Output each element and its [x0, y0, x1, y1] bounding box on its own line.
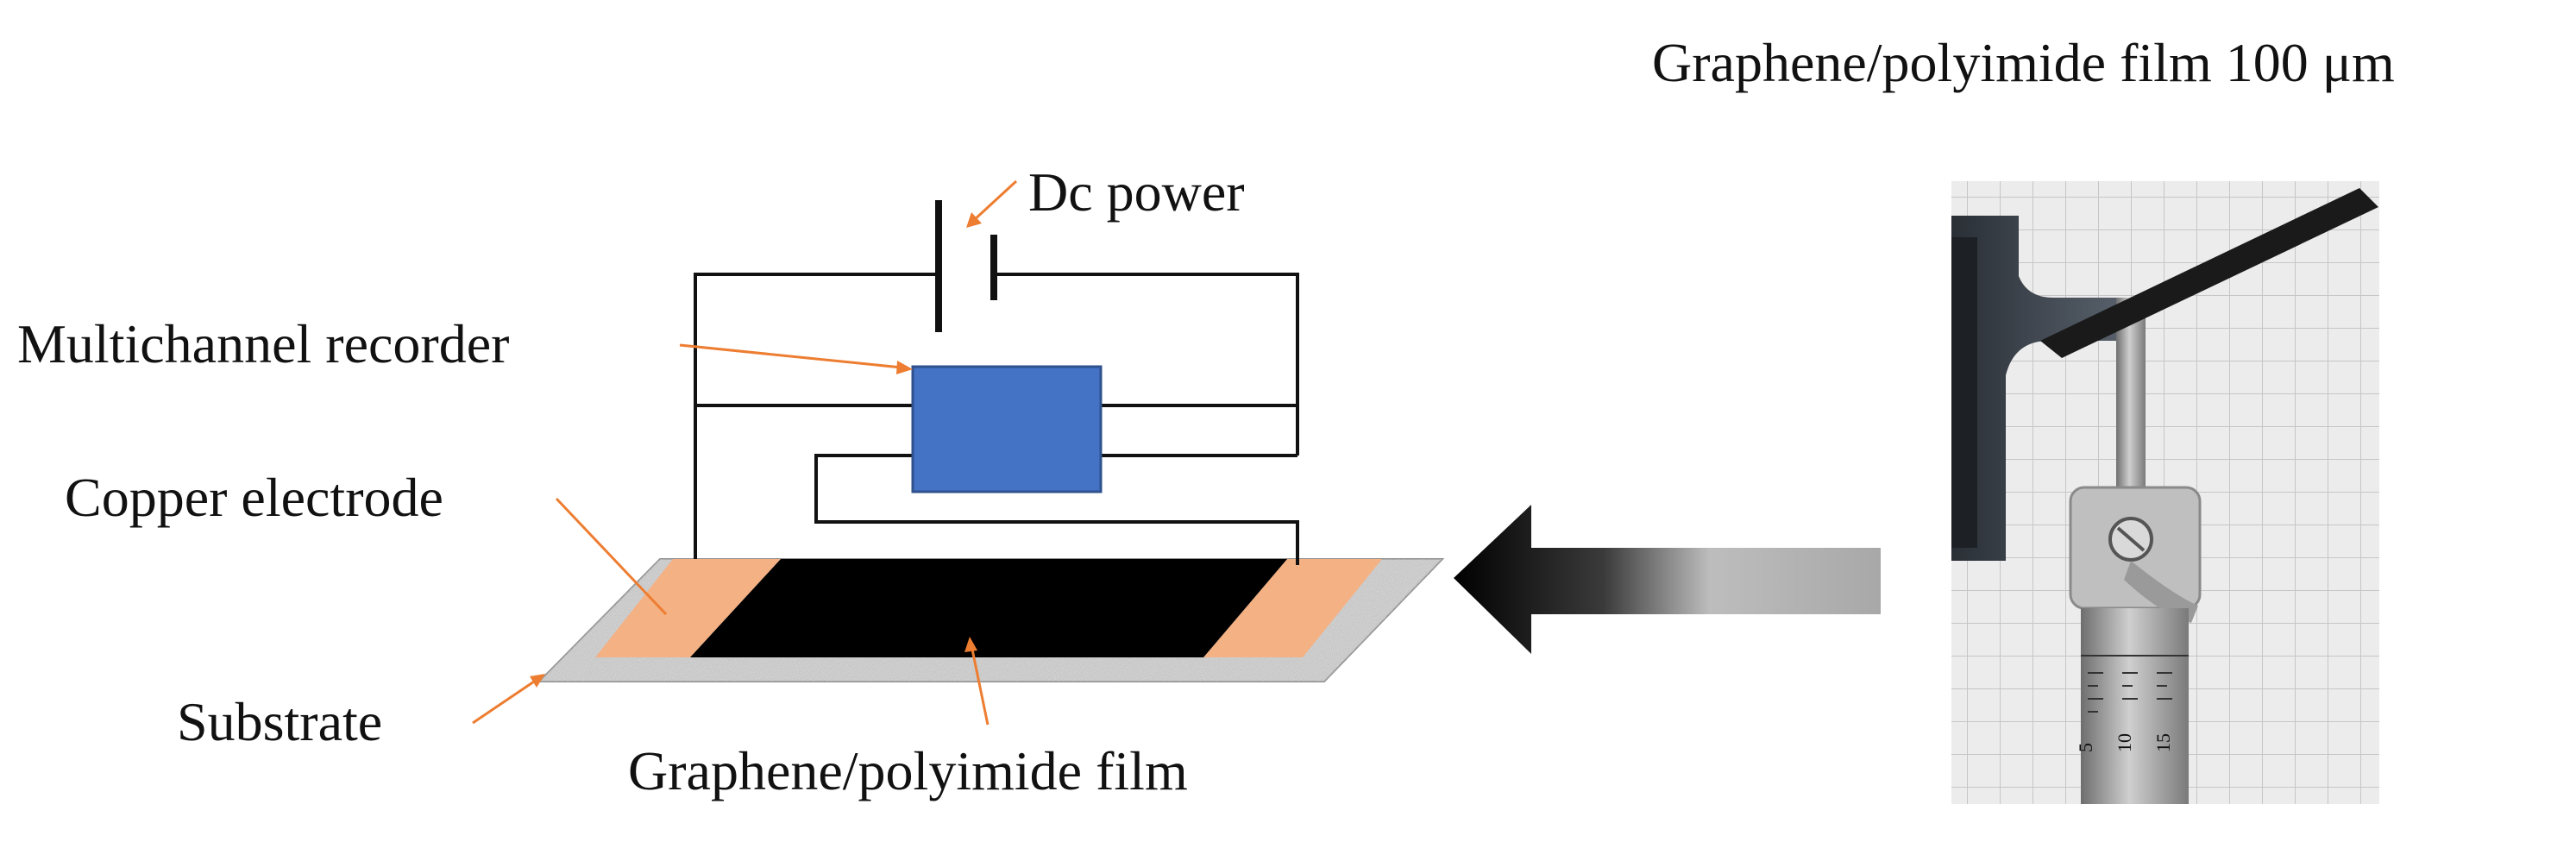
copper-electrode-right — [1203, 559, 1382, 657]
micrometer-frame — [1951, 216, 2131, 561]
photo-film-strip — [2040, 188, 2378, 358]
leader-arrows — [472, 179, 1018, 726]
circuit-wires — [694, 273, 1299, 565]
big-direction-arrow — [1454, 505, 1881, 654]
label-substrate: Substrate — [177, 691, 382, 752]
copper-electrode-left — [595, 559, 781, 657]
leader-arrow-copper — [555, 497, 668, 616]
label-multichannel-recorder: Multichannel recorder — [17, 313, 509, 374]
leader-arrow-substrate — [472, 674, 545, 725]
micrometer-barrel — [2081, 608, 2189, 804]
label-photo-caption: Graphene/polyimide film 100 μm — [1652, 32, 2395, 93]
leader-arrow-dc-power — [966, 179, 1018, 228]
dc-power-source — [935, 200, 997, 332]
label-copper-electrode: Copper electrode — [65, 467, 443, 528]
scale-mark-15: 15 — [2152, 733, 2174, 752]
leader-arrow-recorder — [679, 343, 913, 374]
wire-top-loop — [694, 273, 939, 559]
scale-mark-5: 5 — [2075, 743, 2096, 752]
wire-top-right — [994, 273, 1299, 456]
micrometer-photo: 5 10 15 — [1951, 181, 2379, 804]
scale-mark-10: 10 — [2114, 733, 2135, 752]
lock-lever — [2124, 561, 2198, 623]
wire-inner-loop — [814, 454, 1299, 565]
barrel-ticks — [2081, 655, 2189, 713]
micrometer-spindle — [2116, 298, 2146, 505]
label-dc-power: Dc power — [1028, 161, 1245, 223]
graphene-film — [690, 559, 1287, 657]
label-graphene-film: Graphene/polyimide film — [628, 740, 1188, 801]
leader-arrow-film — [964, 637, 990, 726]
multichannel-recorder-box — [911, 365, 1103, 493]
